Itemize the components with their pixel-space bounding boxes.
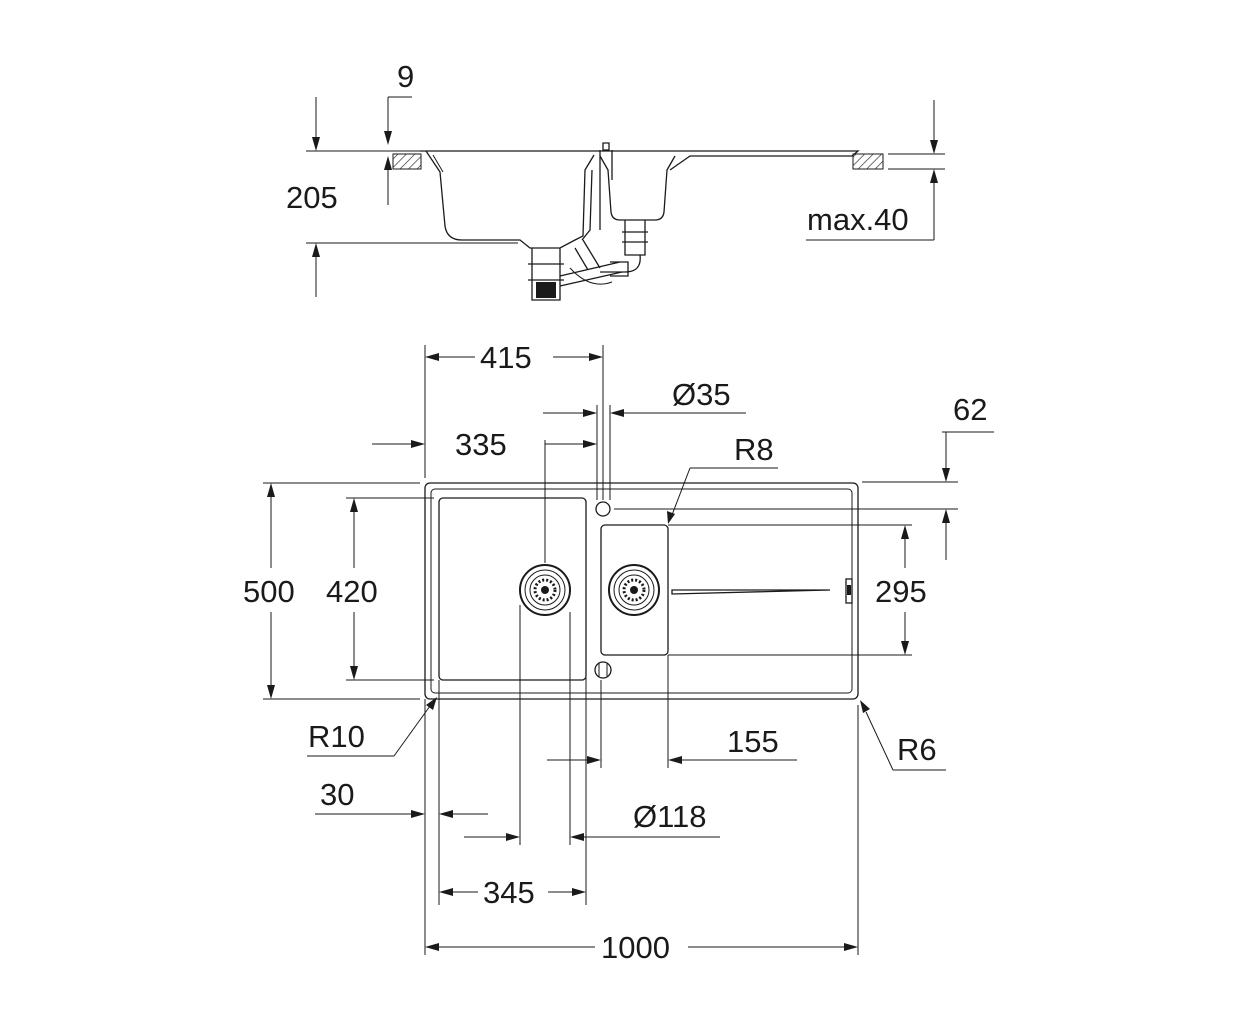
overflow-slot [845, 578, 853, 604]
worktop-left-section [392, 153, 422, 170]
bowl-depth-label: 420 [326, 574, 378, 609]
small-bowl-width-label: 155 [727, 724, 779, 759]
drain-offset-label: 415 [480, 340, 532, 375]
worktop-max-label: max.40 [807, 202, 909, 237]
corner-radius-small-label: R8 [734, 432, 774, 467]
overall-depth-label: 500 [243, 574, 295, 609]
small-bowl-drain-icon [608, 564, 660, 616]
corner-radius-outer-left-label: R10 [308, 719, 365, 754]
trap-body [536, 282, 556, 298]
small-bowl-depth-label: 295 [875, 574, 927, 609]
top-view: 415 Ø35 335 R8 62 [243, 340, 994, 965]
depth-label: 205 [286, 180, 338, 215]
small-bowl [600, 524, 669, 656]
main-bowl [438, 497, 587, 681]
tap-hole-setback-label: 62 [953, 392, 987, 427]
overall-width-label: 1000 [601, 930, 670, 965]
main-bowl-drain-label: 335 [455, 427, 507, 462]
drain-diameter-label: Ø118 [633, 799, 707, 834]
rim-thickness-label: 9 [397, 59, 414, 94]
corner-radius-outer-right-label: R6 [897, 732, 937, 767]
sink-outline [424, 482, 859, 700]
small-bowl-profile [599, 155, 676, 221]
tap-hole-diameter-label: Ø35 [672, 377, 731, 412]
main-bowl-drain-icon [519, 564, 571, 616]
connecting-pipe [559, 239, 629, 287]
main-bowl-width-label: 345 [483, 875, 535, 910]
worktop-right-section [852, 153, 884, 170]
drainer-groove [671, 589, 831, 595]
main-bowl-waste [528, 248, 564, 301]
edge-offset-label: 30 [320, 777, 354, 812]
tap-hole-icon [595, 501, 611, 517]
main-bowl-profile [425, 150, 595, 249]
sink-rim [420, 150, 860, 171]
small-bowl-waste [600, 220, 648, 273]
overflow-control-icon [594, 661, 612, 679]
side-view: 9 205 max.40 [286, 59, 945, 301]
